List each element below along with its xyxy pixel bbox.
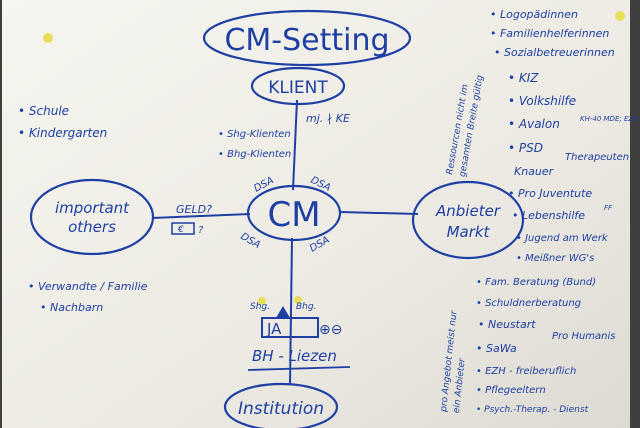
anbieter-label-2: Markt	[447, 223, 491, 241]
page-title: CM-Setting	[224, 23, 389, 58]
list-item-schule: • Schule	[18, 104, 69, 118]
connector-right	[339, 211, 419, 215]
list-item-nachbarn: • Nachbarn	[40, 301, 103, 314]
list-item: Knauer	[514, 165, 555, 178]
list-item: • Sozialbetreuerinnen	[494, 46, 615, 59]
important-others-label-1: important	[55, 199, 130, 217]
geld-label: GELD?	[176, 203, 212, 216]
important-others-label-2: others	[68, 218, 116, 236]
avalon-sub-note: KH-40 MDE; EZH	[580, 115, 639, 123]
institution-ellipse	[223, 382, 339, 428]
list-item: • Psych.-Therap. - Dienst	[476, 405, 589, 415]
list-item: • Logopädinnen	[490, 8, 578, 21]
connector-left	[151, 213, 251, 219]
list-item: • Neustart	[478, 318, 536, 331]
euro-icon: €	[177, 225, 184, 235]
geld-box	[171, 222, 195, 235]
ja-label: JA	[266, 320, 282, 338]
plus-minus-icon: ⊕⊖	[319, 322, 342, 338]
anbieter-ellipse	[411, 180, 525, 260]
cm-ellipse	[246, 184, 342, 242]
list-item: • Meißner WG's	[516, 253, 594, 264]
klient-note-mj: mj. ∤ KE	[306, 112, 350, 125]
institution-shg: Shg.	[250, 302, 270, 312]
ja-box	[261, 317, 319, 338]
institution-label: Institution	[238, 399, 324, 419]
yellow-pin-icon	[294, 296, 302, 304]
list-item: • Pro Juventute	[508, 187, 592, 200]
list-item: • Avalon	[508, 117, 560, 131]
list-item: • Jugend am Werk	[516, 233, 609, 244]
therapeuten-note: Therapeuten	[565, 152, 629, 163]
klient-ellipse	[250, 66, 346, 106]
list-item: • Volkshilfe	[508, 94, 576, 108]
list-item: • Lebenshilfe	[512, 209, 585, 222]
klient-label: KLIENT	[268, 78, 328, 98]
title-ellipse	[202, 9, 412, 67]
list-item-kindergarten: • Kindergarten	[18, 126, 107, 140]
ff-note: FF	[604, 204, 613, 212]
pro-humanis-note: Pro Humanis	[552, 331, 616, 342]
important-others-ellipse	[29, 178, 155, 256]
connector-lines	[151, 99, 419, 386]
bh-underline	[247, 366, 351, 371]
cm-label: CM	[267, 195, 320, 235]
list-item: • KIZ	[508, 71, 539, 85]
connector-top	[292, 99, 298, 191]
list-item: • Schuldnerberatung	[476, 298, 581, 309]
yellow-pin-icon	[43, 33, 53, 43]
yellow-pin-icon	[258, 297, 266, 305]
anbieter-list: • Logopädinnen • Familienhelferinnen • S…	[476, 8, 639, 415]
list-item-verwandte: • Verwandte / Familie	[28, 280, 148, 293]
list-item: • Familienhelferinnen	[490, 27, 609, 40]
arrow-up-icon	[276, 306, 290, 318]
connector-bottom	[289, 237, 293, 386]
list-item: • EZH - freiberuflich	[476, 366, 576, 377]
klient-note-bhg: • Bhg-Klienten	[218, 149, 291, 160]
list-item: • PSD	[508, 141, 543, 155]
list-item: • SaWa	[476, 342, 517, 355]
geld-question: ?	[198, 225, 204, 236]
klient-note-shg: • Shg-Klienten	[218, 129, 291, 140]
bh-liezen-label: BH - Liezen	[252, 347, 337, 365]
list-item: • Pflegeeltern	[476, 385, 546, 396]
yellow-pin-icon	[615, 11, 625, 21]
anbieter-label-1: Anbieter	[435, 202, 501, 220]
institution-bhg: Bhg.	[296, 302, 316, 312]
list-item: • Fam. Beratung (Bund)	[476, 277, 596, 288]
